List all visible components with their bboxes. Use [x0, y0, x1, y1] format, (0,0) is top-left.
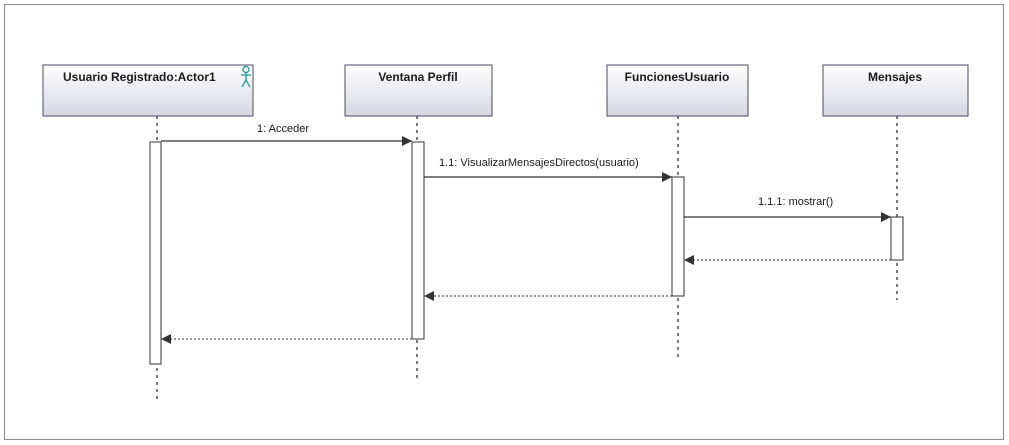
lifeline-ventana-header[interactable] [344, 64, 493, 117]
actor-icon [241, 65, 251, 88]
message-mostrar-label: 1.1.1: mostrar() [758, 196, 833, 208]
lifeline-mensajes-label: Mensajes [868, 70, 922, 84]
lifeline-actor: Usuario Registrado:Actor1 [42, 64, 254, 402]
activation-ventana [411, 141, 425, 340]
message-visualizar-label: 1.1: VisualizarMensajesDirectos(usuario) [439, 157, 639, 169]
diagram-canvas: Usuario Registrado:Actor1 Ventana Perfil… [4, 4, 1004, 440]
sequence-diagram: Usuario Registrado:Actor1 Ventana Perfil… [42, 64, 969, 402]
activation-funciones [671, 176, 685, 297]
lifeline-ventana-perfil: Ventana Perfil [344, 64, 493, 382]
message-acceder-label: 1: Acceder [257, 123, 309, 135]
lifeline-mensajes: Mensajes [822, 64, 969, 300]
lifeline-funciones-header[interactable] [606, 64, 749, 117]
message-visualizar: 1.1: VisualizarMensajesDirectos(usuario) [424, 157, 672, 182]
lifeline-actor-header[interactable] [42, 64, 254, 117]
message-acceder: 1: Acceder [161, 123, 412, 146]
message-mostrar: 1.1.1: mostrar() [684, 196, 891, 222]
lifeline-actor-label: Usuario Registrado:Actor1 [63, 70, 216, 84]
lifeline-mensajes-header[interactable] [822, 64, 969, 117]
activation-mensajes [890, 216, 904, 261]
activation-actor [149, 141, 162, 365]
lifeline-funciones-usuario: FuncionesUsuario [606, 64, 749, 358]
lifeline-ventana-label: Ventana Perfil [378, 70, 457, 84]
lifeline-funciones-label: FuncionesUsuario [625, 70, 730, 84]
